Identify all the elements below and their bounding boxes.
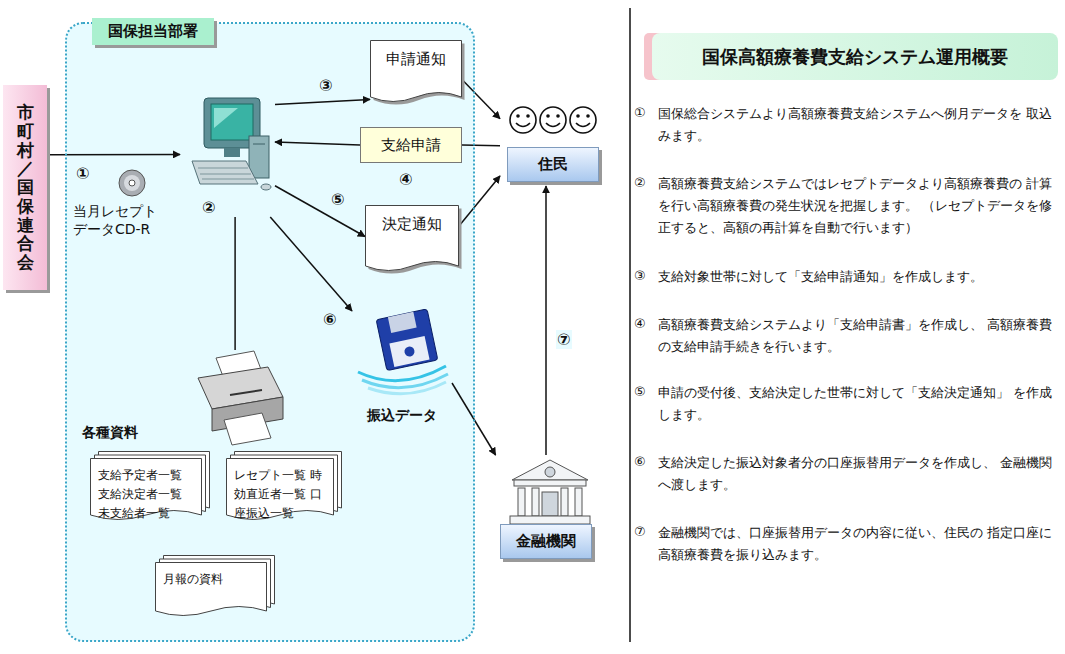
faces-icon [510, 107, 596, 133]
label-holder: ③ [318, 76, 334, 95]
callout-number: ⑥ [322, 310, 338, 329]
label-holder: ⑦ [556, 330, 572, 349]
flow-arrow [275, 186, 365, 237]
node-text: 振込データ [367, 407, 437, 425]
step-number: ⑤ [634, 384, 646, 399]
department-region: 国保担当部署②申請通知支給申請決定通知振込データ各種資料支給予定者一覧 支給決定… [65, 22, 475, 642]
callout-number: ④ [398, 170, 414, 189]
label-holder: ① [634, 105, 646, 120]
step-number: ⑦ [634, 524, 646, 539]
step-text: 高額療養費支給システムより「支給申請書」を作成し、 高額療養費の支給申請手続きを… [658, 314, 1058, 358]
flow-arrow [234, 217, 236, 350]
node-text: 支給申請 [381, 136, 441, 155]
flow-arrow [459, 176, 500, 226]
node-text: 国保担当部署 [92, 18, 214, 45]
node-text: レセプト一覧 時効直近者一覧 口座振込一覧 [234, 468, 322, 520]
media-label: 当月レセプト データCD-R [73, 203, 165, 238]
cd-icon [119, 170, 145, 196]
label-holder: 高額療養費支給システムではレセプトデータより高額療養費の 計算を行い高額療養費の… [658, 173, 1058, 239]
label-holder: ④ [634, 316, 646, 331]
flow-arrow [462, 144, 500, 146]
step-number: ⑥ [634, 454, 646, 469]
label-holder: 高額療養費支給システムより「支給申請書」を作成し、 高額療養費の支給申請手続きを… [658, 314, 1058, 358]
node-text: 市町村／国保連合会 [17, 103, 34, 271]
flow-arrow [275, 142, 360, 145]
title-box: 国保高額療養費支給システム運用概要 [652, 33, 1058, 80]
document-stack: 月報の資料 [155, 562, 267, 620]
document-box: 決定通知 [365, 205, 459, 275]
label-holder: ⑤ [330, 190, 346, 209]
document-outline [370, 40, 462, 106]
step-text: 高額療養費支給システムではレセプトデータより高額療養費の 計算を行い高額療養費の… [658, 173, 1058, 239]
label-holder: 国保総合システムより高額療養費支給システムへ例月データを 取込みます。 [658, 103, 1058, 147]
node-text: 月報の資料 [163, 572, 223, 586]
computer-icon [192, 98, 271, 190]
process-box: 支給申請 [360, 127, 462, 163]
label-holder: 支給決定した振込対象者分の口座振替用データを作成し、 金融機関へ渡します。 [658, 452, 1058, 496]
entity-box: 住民 [500, 102, 605, 186]
flow-arrow [462, 80, 500, 119]
flow-arrow [275, 99, 370, 104]
callout-number: ③ [318, 76, 334, 95]
node-text: ② [202, 198, 216, 217]
floppy-icon [358, 309, 448, 394]
callout-number: ⑤ [330, 190, 346, 209]
label-holder: ① [75, 164, 91, 183]
step-number: ④ [634, 316, 646, 331]
label-holder: ⑦ [634, 524, 646, 539]
callout-number: ⑦ [556, 330, 572, 349]
node-text: 支給予定者一覧 支給決定者一覧 未支給者一覧 [98, 468, 182, 520]
floppy-node: 振込データ [352, 305, 452, 425]
label-holder: ⑥ [634, 454, 646, 469]
entity-box: 金融機関 [490, 455, 602, 563]
node-text: 申請通知 [386, 50, 446, 68]
label-holder: 支給対象世帯に対して「支給申請通知」を作成します。 [658, 266, 1058, 288]
document-stack: 支給予定者一覧 支給決定者一覧 未支給者一覧 [90, 458, 202, 524]
flow-arrow [270, 217, 352, 311]
computer-node: ② [180, 92, 275, 217]
label-holder: ⑤ [634, 384, 646, 399]
printer-node: 各種資料 [78, 350, 285, 445]
label-holder: ③ [634, 268, 646, 283]
node-text: 住民 [507, 147, 599, 182]
step-text: 金融機関では、口座振替用データの内容に従い、住民の 指定口座に高額療養費を振り込… [658, 522, 1058, 566]
flow-arrow [545, 186, 547, 455]
step-number: ① [634, 105, 646, 120]
printer-icon [198, 351, 283, 445]
label-holder: ④ [398, 170, 414, 189]
bank-icon [510, 460, 590, 524]
step-text: 国保総合システムより高額療養費支給システムへ例月データを 取込みます。 [658, 103, 1058, 147]
label-holder: 当月レセプト データCD-R [73, 203, 165, 238]
step-text: 支給決定した振込対象者分の口座振替用データを作成し、 金融機関へ渡します。 [658, 452, 1058, 496]
diagram-title: 国保高額療養費支給システム運用概要 [702, 45, 1008, 69]
divider-line [629, 8, 631, 642]
node-text: 金融機関 [500, 524, 592, 559]
callout-number: ① [75, 164, 91, 183]
region-ground [66, 23, 474, 641]
label-holder: ⑥ [322, 310, 338, 329]
node-text: 決定通知 [382, 215, 442, 233]
document-stack: レセプト一覧 時効直近者一覧 口座振込一覧 [226, 458, 334, 524]
step-number: ③ [634, 268, 646, 283]
label-holder: 金融機関では、口座振替用データの内容に従い、住民の 指定口座に高額療養費を振り込… [658, 522, 1058, 566]
step-text: 申請の受付後、支給決定した世帯に対して「支給決定通知」 を作成します。 [658, 382, 1058, 426]
label-holder: ② [634, 175, 646, 190]
step-number: ② [634, 175, 646, 190]
step-text: 支給対象世帯に対して「支給申請通知」を作成します。 [658, 266, 1058, 288]
source-band: 市町村／国保連合会 [3, 85, 47, 290]
node-text: 各種資料 [82, 424, 138, 442]
document-outline [155, 562, 267, 620]
document-box: 申請通知 [370, 40, 462, 106]
label-holder: 申請の受付後、支給決定した世帯に対して「支給決定通知」 を作成します。 [658, 382, 1058, 426]
